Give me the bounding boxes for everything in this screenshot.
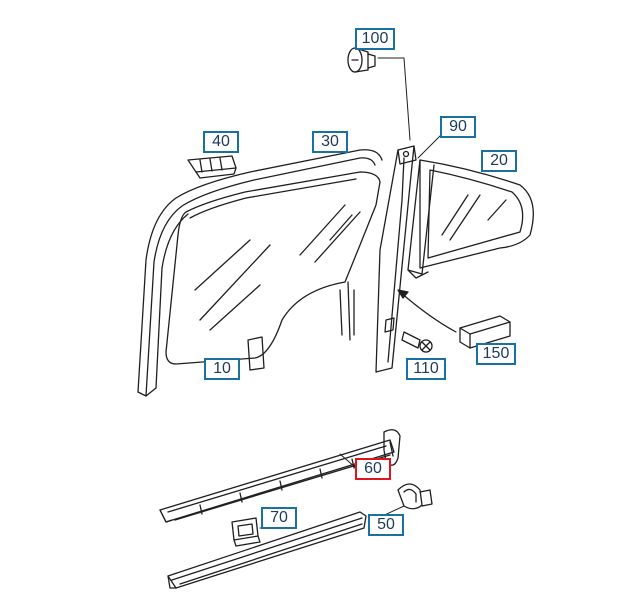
leader-100 <box>377 57 411 141</box>
part-70-clip <box>231 517 261 547</box>
part-90-window-guide-rail <box>375 145 417 373</box>
callout-10[interactable]: 10 <box>204 358 240 380</box>
part-40-clip <box>187 155 237 179</box>
callout-20[interactable]: 20 <box>481 150 517 172</box>
part-100-bolt <box>347 47 376 73</box>
part-50-outer-belt-molding <box>167 483 433 589</box>
part-30-window-seal <box>137 149 383 397</box>
callout-40[interactable]: 40 <box>203 131 239 153</box>
part-20-quarter-glass <box>407 159 534 279</box>
leader-90 <box>417 131 445 159</box>
callout-110[interactable]: 110 <box>406 358 446 380</box>
part-150-foam-block <box>459 315 511 349</box>
callout-60-highlighted[interactable]: 60 <box>355 458 391 480</box>
callout-50[interactable]: 50 <box>368 514 404 536</box>
callout-150[interactable]: 150 <box>476 343 516 365</box>
arrow-150 <box>397 289 457 333</box>
leader-60 <box>339 453 357 469</box>
callout-30[interactable]: 30 <box>312 131 348 153</box>
callout-90[interactable]: 90 <box>440 116 476 138</box>
callout-100[interactable]: 100 <box>355 28 395 50</box>
part-110-screw <box>401 331 433 353</box>
part-10-door-glass <box>165 171 381 371</box>
callout-70[interactable]: 70 <box>261 507 297 529</box>
